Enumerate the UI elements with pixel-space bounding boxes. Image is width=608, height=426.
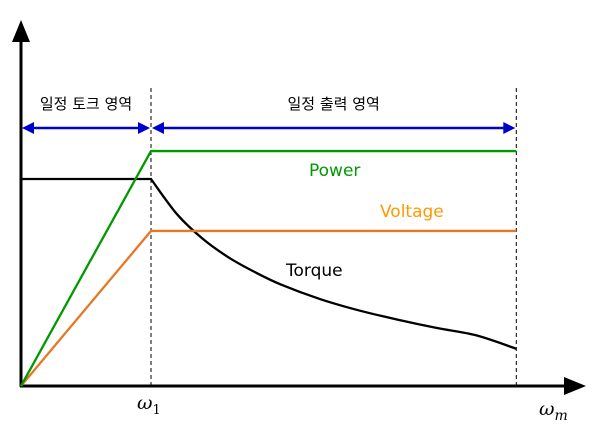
voltage-label: Voltage [380,202,444,222]
omega1-symbol: ω [137,392,153,414]
torque-series-line [21,177,517,350]
x-axis-arrowhead-icon [564,377,586,395]
voltage-series-line [20,229,517,387]
x-axis-label: ωm [539,398,568,424]
power-series-line [19,149,517,387]
region-arrows: 일정 토크 영역 일정 출력 영역 [22,95,516,134]
arrowhead-left-icon [152,122,164,134]
arrowhead-right-icon [503,122,516,134]
torque-label: Torque [285,261,343,281]
omega-m-symbol: ω [539,398,555,420]
series-lines [19,149,517,387]
omega1-tick-label: ω1 [137,392,161,418]
arrowhead-right-icon [138,122,150,134]
region-label: 일정 출력 영역 [287,95,379,113]
arrowhead-left-icon [22,122,34,134]
omega1-subscript: 1 [153,403,161,418]
region-arrow: 일정 토크 영역 [22,95,150,134]
y-axis-arrowhead-icon [12,20,30,42]
region-label: 일정 토크 영역 [40,95,132,113]
region-arrow: 일정 출력 영역 [152,95,516,134]
omega-m-subscript: m [555,408,568,424]
power-label: Power [309,161,360,181]
